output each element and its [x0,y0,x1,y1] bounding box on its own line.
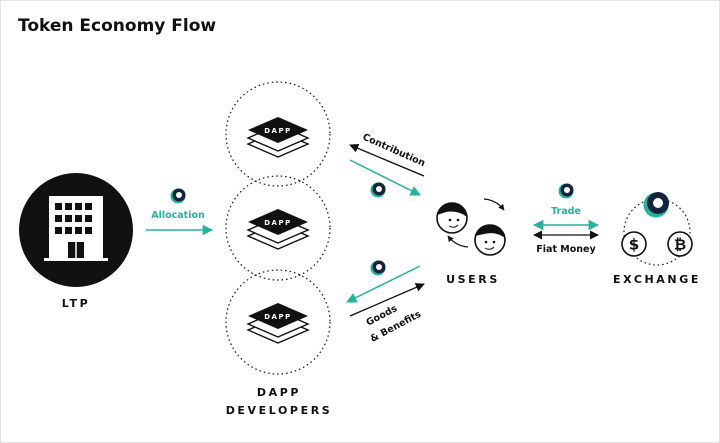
dapp-developers-node: DAPP DAPP DAPP DAPP DEVELOPERS [225,81,333,417]
dapp-stack-label: DAPP [264,127,292,135]
dapp-developers-label-line1: DAPP [257,386,301,399]
building-icon [44,196,108,261]
contribution-arrow [349,143,425,177]
goods-flow: Goods & Benefits [346,260,425,345]
allocation-label: Allocation [151,210,205,221]
dapp-stack-label: DAPP [264,219,292,227]
token-reward-arrow [349,159,421,196]
exchange-node: $ ₿ EXCHANGE [613,192,701,286]
trade-flow: Trade Fiat Money [532,183,600,255]
trade-label: Trade [551,206,581,217]
users-icon [436,198,506,256]
dapp-developers-label-line2: DEVELOPERS [226,404,333,417]
fiat-money-label: Fiat Money [536,244,596,255]
dapp-circle-bottom [225,269,331,375]
users-label: USERS [446,273,500,286]
exchange-circle [623,198,691,266]
dollar-symbol: $ [629,236,639,254]
goods-arrow [349,283,425,317]
bitcoin-coin-icon [667,231,693,257]
dapp-circle-top [225,81,331,187]
token-coin-icon [643,192,669,218]
contribution-flow: Contribution [349,132,427,198]
token-coin-icon [370,260,386,276]
bitcoin-symbol: ₿ [674,236,686,254]
allocation-flow: Allocation [146,188,214,236]
exchange-label: EXCHANGE [613,273,701,286]
ltp-node: LTP [19,173,133,310]
dapp-stack-icon [246,209,310,250]
token-coin-icon [558,183,574,199]
page-title: Token Economy Flow [18,16,216,36]
token-payment-arrow [346,265,421,303]
dapp-stack-icon [246,303,310,344]
users-node: USERS [436,198,506,286]
token-coin-icon [170,188,186,204]
dapp-stack-label: DAPP [264,313,292,321]
token-coin-icon [370,182,386,198]
dapp-circle-middle [225,175,331,281]
dapp-stack-icon [246,117,310,158]
dollar-coin-icon [621,231,647,257]
ltp-label: LTP [62,297,91,310]
